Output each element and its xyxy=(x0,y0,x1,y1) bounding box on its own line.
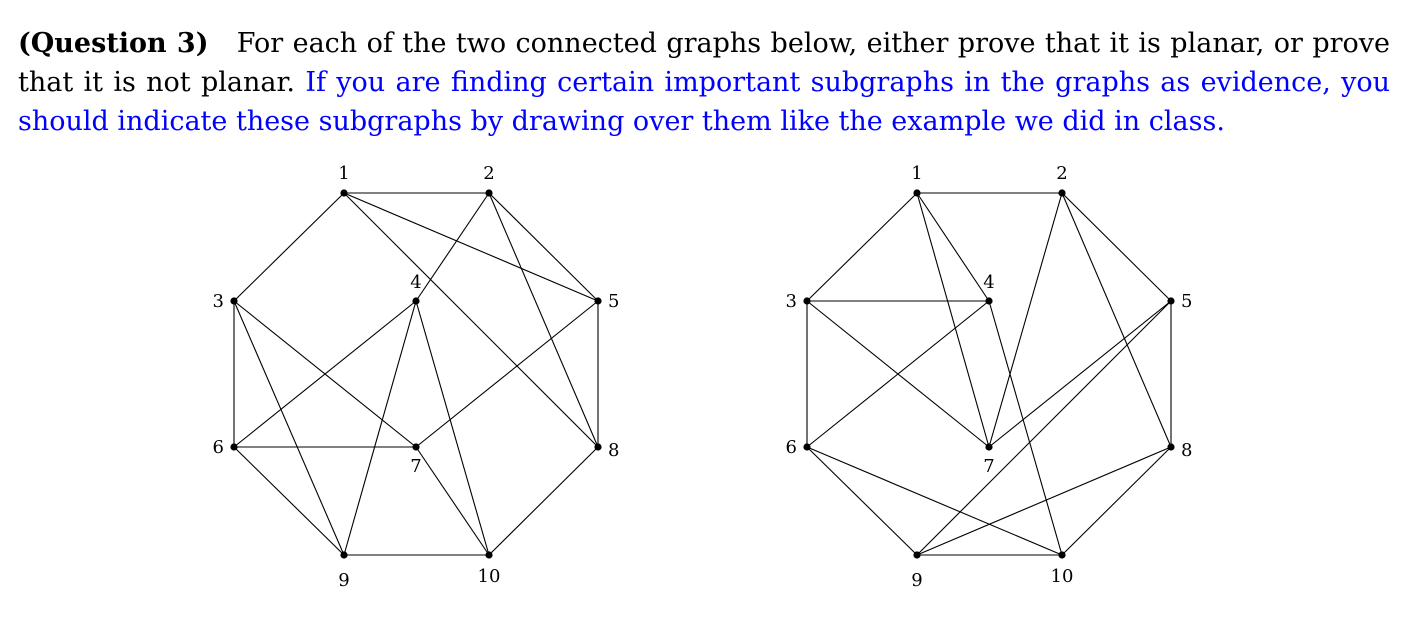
graph1-vertex-8 xyxy=(594,443,602,451)
graph1-vertex-7 xyxy=(412,443,420,451)
graph2-edge-6-10 xyxy=(806,446,1063,556)
graph1-vertex-label-3: 3 xyxy=(213,291,224,312)
graph1-edge-2-8 xyxy=(488,192,599,448)
graph2-vertex-5 xyxy=(1167,297,1175,305)
graph2-edge-4-6 xyxy=(806,300,990,448)
graph1-edge-1-3 xyxy=(233,192,345,302)
question-prompt: For each of the two connected graphs bel… xyxy=(18,28,1391,98)
graph1-edge-2-4 xyxy=(415,192,490,302)
graph1-edge-1-5 xyxy=(343,192,599,302)
graph2-vertex-label-2: 2 xyxy=(1056,163,1067,184)
graph1-vertex-1 xyxy=(340,189,348,197)
graph1-vertex-label-8: 8 xyxy=(608,440,619,461)
graph1-edge-4-6 xyxy=(233,300,417,448)
graph1-edge-5-7 xyxy=(415,300,599,448)
graph1-vertex-10 xyxy=(485,551,493,559)
graph2-vertex-7 xyxy=(985,443,993,451)
graph1-vertex-label-4: 4 xyxy=(410,272,421,293)
graph2-vertex-3 xyxy=(803,297,811,305)
graph2-edge-1-7 xyxy=(916,192,990,448)
graph2-vertex-2 xyxy=(1058,189,1066,197)
graph1-edge-1-8 xyxy=(343,192,599,448)
graph1-vertex-6 xyxy=(230,443,238,451)
graph2-vertex-6 xyxy=(803,443,811,451)
graph1-vertex-label-5: 5 xyxy=(608,291,619,312)
question-instruction: If you are finding certain important sub… xyxy=(18,67,1391,137)
graph2-vertex-4 xyxy=(985,297,993,305)
graph1-edge-4-9 xyxy=(343,300,417,556)
graph2-edge-8-10 xyxy=(1061,446,1172,556)
graph1-vertex-5 xyxy=(594,297,602,305)
graph2-vertex-label-7: 7 xyxy=(983,456,994,477)
graph2-edge-2-7 xyxy=(988,192,1063,448)
graph1-vertex-label-6: 6 xyxy=(213,437,224,458)
graph2-vertex-9 xyxy=(913,551,921,559)
graph2-vertex-label-6: 6 xyxy=(786,437,797,458)
graph2-vertex-1 xyxy=(913,189,921,197)
graph2-edge-2-8 xyxy=(1061,192,1172,448)
graph1-vertex-label-10: 10 xyxy=(478,566,501,587)
question-label: (Question 3) xyxy=(18,28,209,59)
graph1-vertex-4 xyxy=(412,297,420,305)
graph1-edge-3-9 xyxy=(233,300,345,556)
graph2-edge-6-9 xyxy=(806,446,918,556)
graph2-edge-1-3 xyxy=(806,192,918,302)
graph2-vertex-10 xyxy=(1058,551,1066,559)
graph2-edge-1-4 xyxy=(916,192,990,302)
graph2-vertex-label-1: 1 xyxy=(911,163,922,184)
graph2-vertex-label-4: 4 xyxy=(983,272,994,293)
graph-right: 1 2 3 4 5 6 7 8 9 10 xyxy=(786,163,1193,591)
graph2-edge-4-10 xyxy=(988,300,1063,556)
graph1-vertex-label-1: 1 xyxy=(338,163,349,184)
graph1-edge-2-5 xyxy=(488,192,599,302)
graph1-edge-6-9 xyxy=(233,446,345,556)
graph2-edge-5-7 xyxy=(988,300,1172,448)
graph2-edge-8-9 xyxy=(916,446,1172,556)
graph1-vertex-label-2: 2 xyxy=(483,163,494,184)
graph2-vertex-label-5: 5 xyxy=(1181,291,1192,312)
graph2-vertex-8 xyxy=(1167,443,1175,451)
question-text: (Question 3) For each of the two connect… xyxy=(18,24,1390,141)
graph1-edge-4-10 xyxy=(415,300,490,556)
graph-left: 1 2 3 4 5 6 7 8 9 10 xyxy=(213,163,620,591)
graph1-vertex-9 xyxy=(340,551,348,559)
graph1-vertex-label-9: 9 xyxy=(338,570,349,591)
graph1-vertex-label-7: 7 xyxy=(410,456,421,477)
graph2-vertex-label-9: 9 xyxy=(911,570,922,591)
graph1-edge-8-10 xyxy=(488,446,599,556)
graph2-edge-2-5 xyxy=(1061,192,1172,302)
graph2-edge-5-9 xyxy=(916,300,1172,556)
graph2-vertex-label-8: 8 xyxy=(1181,440,1192,461)
graph1-edge-7-10 xyxy=(415,446,490,556)
graph1-vertex-2 xyxy=(485,189,493,197)
graph1-vertex-3 xyxy=(230,297,238,305)
graph2-vertex-label-10: 10 xyxy=(1051,566,1074,587)
graph2-vertex-label-3: 3 xyxy=(786,291,797,312)
